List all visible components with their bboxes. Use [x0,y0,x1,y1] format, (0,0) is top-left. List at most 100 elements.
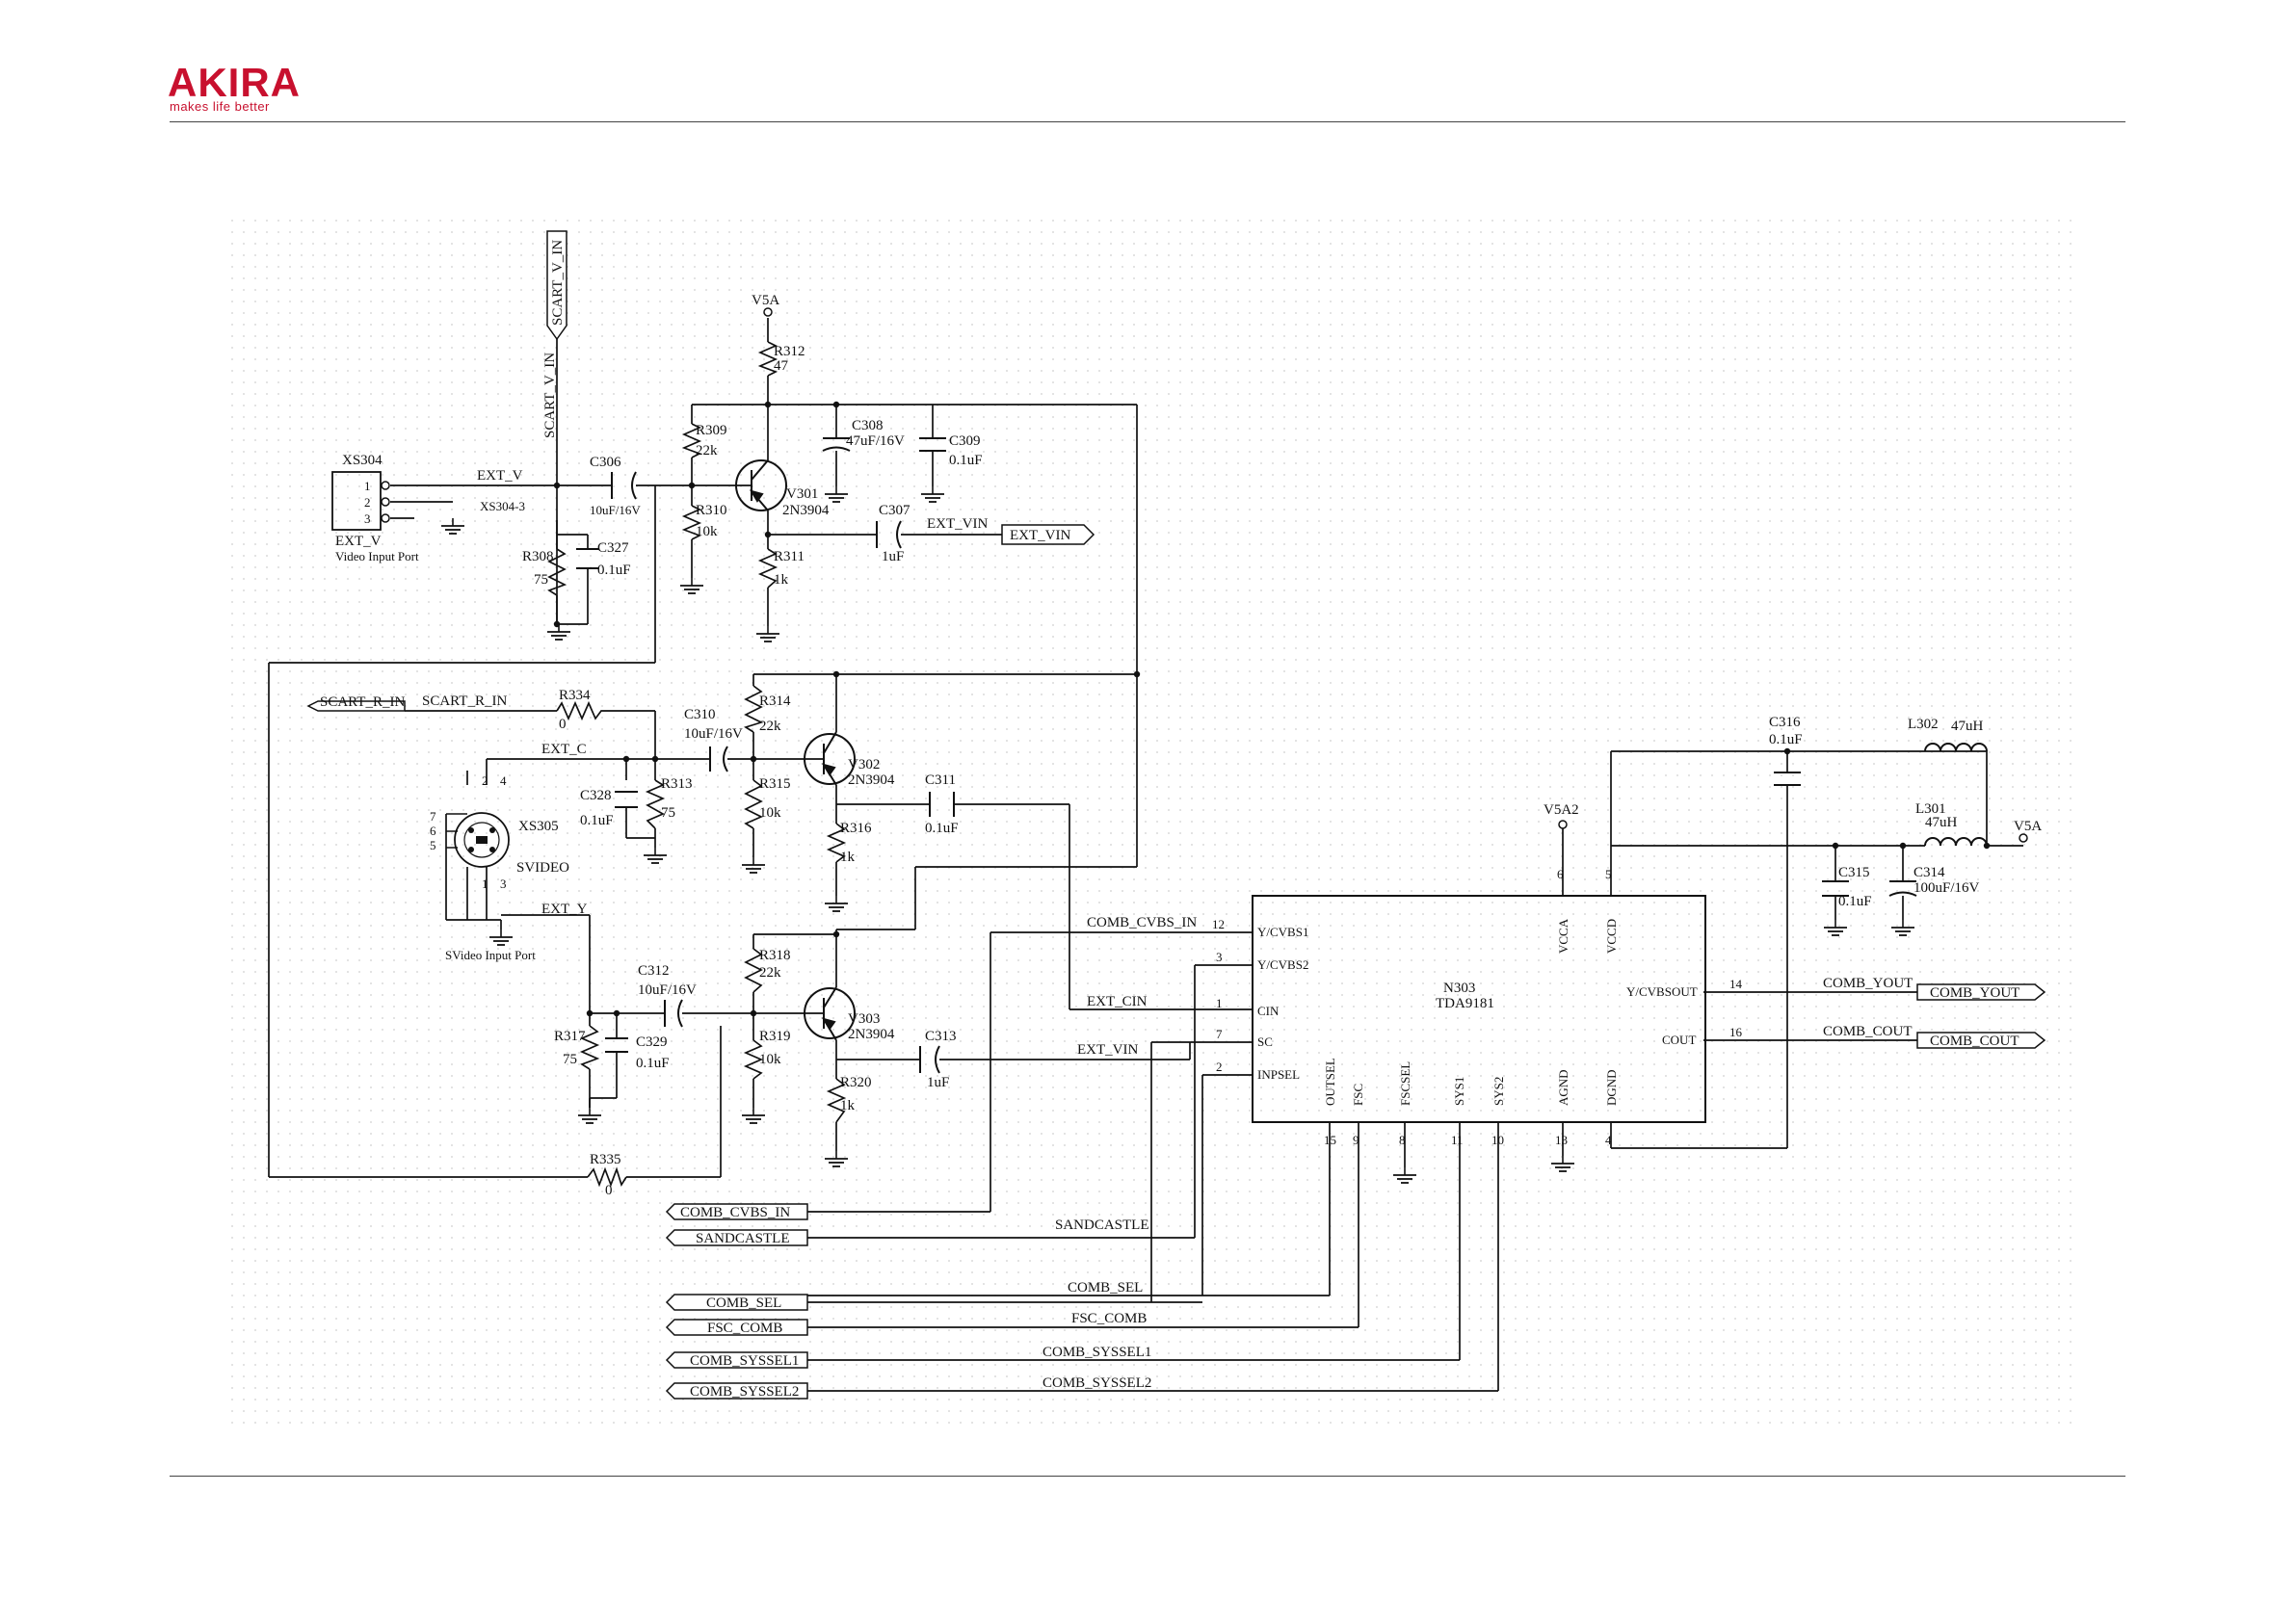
v302-value: 2N3904 [848,772,895,788]
ic-pin-ycvbs1: Y/CVBS1 [1257,925,1308,939]
ic-pin-sys1: SYS1 [1452,1077,1466,1106]
xs305-pin-3: 3 [500,877,507,891]
ic-pin-fscsel: FSCSEL [1398,1061,1412,1106]
flag-text-ext-vin: EXT_VIN [1010,528,1070,543]
net-comb-cvbs-in: COMB_CVBS_IN [1087,915,1197,930]
r334-ref: R334 [559,688,591,703]
c316-ref: C316 [1769,715,1801,730]
xs304-name: EXT_V [335,534,382,549]
r320-value: 1k [840,1098,856,1113]
r314-value: 22k [759,719,781,734]
r308-ref: R308 [522,549,554,564]
c315-ref: C315 [1838,865,1870,880]
pin-num-15: 15 [1324,1133,1336,1147]
net-comb-yout: COMB_YOUT [1823,976,1913,991]
c314-ref: C314 [1913,865,1945,880]
transistor-v301 [735,459,787,511]
r309-ref: R309 [696,423,727,438]
flag-comb-cvbs-in [665,1203,808,1220]
v301-value: 2N3904 [782,503,830,518]
flag-ext-vin [1001,524,1095,545]
xs305-pin-5: 5 [430,838,436,852]
net-v5a-right: V5A [2014,819,2042,834]
flag-text-scart-v-in: SCART_V_IN [550,240,566,326]
r319-ref: R319 [759,1029,791,1044]
r313-ref: R313 [661,776,693,792]
c308-value: 47uF/16V [846,433,905,449]
net-comb-cout: COMB_COUT [1823,1024,1913,1039]
junction-dots [553,401,1991,1017]
flag-scart-v-in [546,230,567,341]
xs305-pin-6: 6 [430,824,436,838]
c329-value: 0.1uF [636,1056,670,1071]
r313-value: 75 [661,805,675,821]
xs304-pin3-label: XS304-3 [480,499,525,513]
flag-scart-r-in [306,700,406,712]
pin-num-9: 9 [1353,1133,1359,1147]
pin-num-13: 13 [1555,1133,1568,1147]
ic-pin-sc: SC [1257,1034,1273,1049]
r310-ref: R310 [696,503,727,518]
connector-xs305: 1 2 3 4 5 6 7 XS305 SVIDEO SVideo Input … [430,773,569,962]
l302-value: 47uH [1951,719,1984,734]
pin-num-1: 1 [1216,996,1223,1010]
c310-ref: C310 [684,707,716,722]
ic-pin-ycvbsout: Y/CVBSOUT [1626,984,1698,999]
v301-ref: V301 [786,486,818,502]
flag-text-comb-syssel2: COMB_SYSSEL2 [690,1384,799,1400]
xs305-pin-2: 2 [482,773,488,788]
net-ext-v: EXT_V [477,468,523,484]
r334-value: 0 [559,717,567,732]
xs304-desc: Video Input Port [335,549,419,563]
xs305-pin-4: 4 [500,773,507,788]
c315-value: 0.1uF [1838,894,1872,909]
c312-ref: C312 [638,963,670,979]
c311-ref: C311 [925,772,956,788]
net-sandcastle: SANDCASTLE [1055,1217,1149,1233]
flag-comb-sel [665,1294,808,1311]
ic-pin-inpsel: INPSEL [1257,1067,1300,1082]
flag-comb-syssel2 [665,1382,808,1400]
flag-text-fsc-comb: FSC_COMB [707,1321,782,1336]
c309-ref: C309 [949,433,981,449]
c329-ref: C329 [636,1034,668,1050]
footer-rule [170,1476,2125,1477]
r317-value: 75 [563,1052,577,1067]
r318-value: 22k [759,965,781,981]
net-labels: SCART_V_IN SCART_V_IN EXT_V EXT_VIN EXT_… [320,240,2042,1400]
ic-n303-body [1252,895,1706,1123]
net-fsc-comb: FSC_COMB [1071,1311,1147,1326]
xs305-ref: XS305 [518,819,559,834]
r319-value: 10k [759,1052,781,1067]
net-ext-cin: EXT_CIN [1087,994,1148,1009]
r317-ref: R317 [554,1029,586,1044]
r310-value: 10k [696,524,718,539]
xs305-pin-1: 1 [482,877,488,891]
c314-value: 100uF/16V [1913,880,1980,896]
v303-value: 2N3904 [848,1027,895,1042]
c308-ref: C308 [852,418,884,433]
ic-pin-outsel: OUTSEL [1323,1058,1337,1106]
net-scart-r-in: SCART_R_IN [422,694,507,709]
power-terminals [763,307,2028,843]
ic-pin-cin: CIN [1257,1004,1280,1018]
net-ext-vin: EXT_VIN [927,516,988,532]
logo-tagline: makes life better [170,99,270,114]
l301-value: 47uH [1925,815,1958,830]
r335-ref: R335 [590,1152,621,1167]
c327-ref: C327 [597,540,629,556]
logo-wordmark: AKIRA [168,60,301,105]
r320-ref: R320 [840,1075,872,1090]
xs304-ref: XS304 [342,453,383,468]
ic-bottom-pin-labels: OUTSEL FSC FSCSEL SYS1 SYS2 AGND DGND VC… [1323,918,1619,1106]
transistor-v302 [804,731,856,786]
r309-value: 22k [696,443,718,458]
flag-comb-syssel1 [665,1351,808,1369]
net-comb-sel: COMB_SEL [1068,1280,1143,1296]
ic-pin-vccd: VCCD [1604,919,1619,954]
ic-pin-vcca: VCCA [1556,918,1570,954]
c307-value: 1uF [882,549,904,564]
pin-num-16: 16 [1729,1025,1743,1039]
